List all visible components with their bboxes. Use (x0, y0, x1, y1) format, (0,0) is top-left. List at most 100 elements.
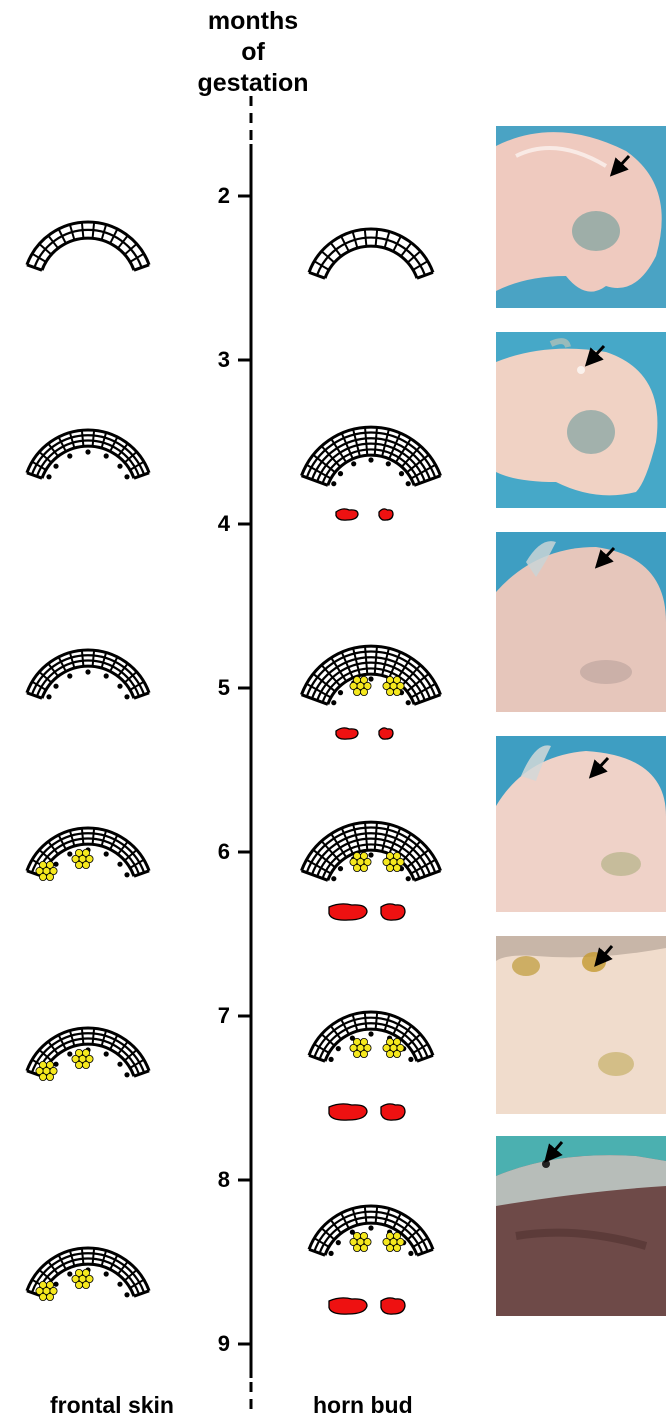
arch-spoke-line (393, 236, 401, 251)
basal-dot (338, 866, 343, 871)
arch-spoke-line (70, 1031, 75, 1046)
arch-spoke-line (70, 433, 75, 448)
red-cell-cluster (381, 1298, 405, 1314)
arch-spoke-line (102, 433, 107, 448)
basal-dot (124, 694, 129, 699)
basal-dot (85, 669, 90, 674)
red-cell-cluster (379, 509, 393, 520)
basal-dot (336, 1046, 341, 1051)
basal-dot (329, 1057, 334, 1062)
horn-bud-diagram (302, 822, 441, 920)
arch-spoke-line (376, 1206, 378, 1223)
arch-spoke-line (314, 261, 329, 270)
specimen-photo-month-4-5 (496, 532, 666, 712)
arch-spoke-line (82, 222, 84, 238)
arch-spoke-line (32, 254, 46, 262)
arch-layer-line (325, 246, 417, 278)
yellow-cell-cluster (383, 1038, 404, 1057)
frontal-skin-diagram (27, 828, 149, 881)
yellow-cell-cluster (383, 1232, 404, 1251)
arch-spoke-line (134, 1291, 149, 1296)
arch-spoke-line (417, 1055, 433, 1061)
basal-dot (67, 851, 72, 856)
specimen-photo-month-7 (496, 936, 666, 1114)
basal-dot (368, 1225, 373, 1230)
arch-spoke-line (375, 427, 377, 455)
basal-dot (368, 852, 373, 857)
arch-spoke-line (102, 1031, 107, 1046)
basal-dot (336, 1240, 341, 1245)
arch-spoke-line (134, 473, 149, 478)
basal-dot (104, 453, 109, 458)
month-label: 9 (200, 1331, 230, 1357)
yellow-cell-cluster (36, 1061, 57, 1080)
month-label: 3 (200, 347, 230, 373)
arch-spoke-line (365, 646, 367, 674)
arch-spoke-line (82, 1248, 84, 1264)
specimen-photo-month-2 (496, 126, 666, 308)
arch-spoke-line (70, 831, 75, 846)
basal-dot (124, 872, 129, 877)
arch-spoke-line (375, 822, 377, 850)
horn-bud-diagram (309, 1206, 433, 1314)
basal-dot (67, 673, 72, 678)
arch-spoke-line (376, 229, 378, 246)
basal-dot (351, 461, 356, 466)
arch-spoke-line (365, 427, 367, 455)
basal-dot (338, 471, 343, 476)
basal-dot (117, 862, 122, 867)
basal-dot (368, 457, 373, 462)
arch-spoke-line (417, 1249, 433, 1255)
yellow-cell-cluster (72, 849, 93, 868)
basal-dot (117, 1282, 122, 1287)
arch-spoke-line (93, 222, 95, 238)
arch-spoke-line (375, 646, 377, 674)
month-label: 7 (200, 1003, 230, 1029)
basal-dot (124, 474, 129, 479)
arch-spoke-line (413, 261, 428, 270)
basal-dot (408, 1251, 413, 1256)
red-cell-cluster (329, 1104, 367, 1120)
basal-dot (53, 1282, 58, 1287)
basal-dot (338, 690, 343, 695)
basal-dot (67, 453, 72, 458)
yellow-cell-cluster (383, 676, 404, 695)
basal-dot (104, 673, 109, 678)
arch-spoke-line (353, 1015, 358, 1031)
basal-dot (368, 676, 373, 681)
arch-spoke-line (82, 650, 84, 666)
basal-dot (406, 481, 411, 486)
arch-spoke-line (70, 1251, 75, 1266)
basal-dot (406, 876, 411, 881)
basal-dot (46, 474, 51, 479)
yellow-cell-cluster (350, 676, 371, 695)
arch-spoke-line (365, 1012, 367, 1029)
basal-dot (104, 1271, 109, 1276)
basal-dot (406, 700, 411, 705)
yellow-cell-cluster (72, 1269, 93, 1288)
red-cell-cluster (336, 509, 358, 520)
basal-dot (124, 1292, 129, 1297)
red-cell-cluster (329, 1298, 367, 1314)
arch-spoke-line (309, 1055, 325, 1061)
basal-dot (117, 464, 122, 469)
basal-dot (331, 700, 336, 705)
arch-spoke-line (331, 243, 341, 256)
arch-spoke-line (82, 1028, 84, 1044)
red-cell-cluster (336, 728, 358, 739)
horn-bud-diagram (302, 427, 441, 520)
column-label-horn-bud: horn bud (313, 1392, 413, 1419)
arch-spoke-line (341, 236, 349, 251)
basal-dot (329, 1251, 334, 1256)
arch-spoke-line (102, 653, 107, 668)
arch-spoke-line (385, 1015, 390, 1031)
basal-dot (399, 471, 404, 476)
frontal-skin-diagram (27, 430, 149, 479)
arch-spoke-line (27, 473, 42, 478)
basal-dot (104, 851, 109, 856)
horn-bud-diagram (309, 229, 433, 278)
arch-spoke-line (82, 828, 84, 844)
month-label: 6 (200, 839, 230, 865)
frontal-skin-diagram (27, 1248, 149, 1301)
